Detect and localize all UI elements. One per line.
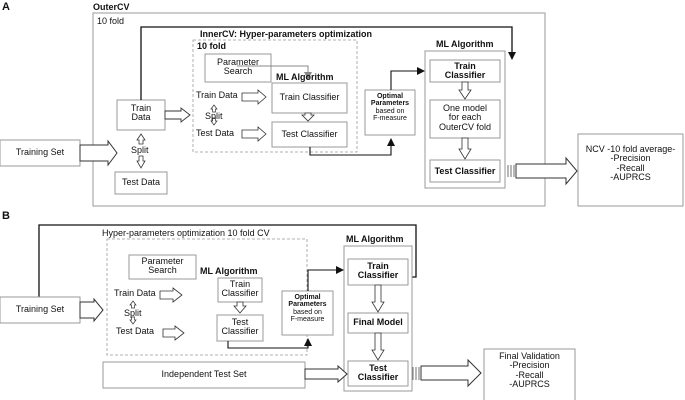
optimal-to-ml-arrow-b	[307, 266, 344, 291]
test-classifier-a: Test Classifier	[281, 129, 338, 139]
training-set-arrow-b	[79, 297, 104, 323]
parameter-search-box-a	[204, 53, 272, 83]
inner-train-classifier-box-b	[217, 277, 263, 303]
inner-test-classifier-box-b	[216, 314, 264, 342]
inner-test-data-a: Test Data	[196, 128, 235, 138]
inner-split-down-a	[210, 117, 218, 126]
split-down-arrow-a	[136, 155, 146, 169]
right-ml-title-a: ML Algorithm	[436, 39, 494, 49]
ml-down-arrow-2-a	[458, 137, 472, 160]
optimal-box-a	[364, 89, 416, 136]
training-set-box-b	[0, 296, 81, 324]
final-validation-results: Final Validation -Precision -Recall -AUP…	[499, 351, 560, 390]
training-set-b: Training Set	[15, 304, 65, 314]
train-to-test-arrow-a	[301, 112, 315, 122]
final-model-b: Final Model	[353, 317, 403, 327]
inner-train-data-a: Train Data	[196, 90, 238, 100]
independent-test-set: Independent Test Set	[161, 369, 247, 379]
ml-down-arrow-2-b	[371, 332, 385, 361]
optimal-params-b: Optimal Parameters based on F-measure	[288, 294, 327, 324]
outercv-title: OuterCV	[93, 2, 130, 12]
test-data-arrow-b	[162, 325, 185, 341]
split-label-a: Split	[131, 145, 149, 155]
test-data-a: Test Data	[121, 177, 161, 187]
train-data-b: Train Data	[114, 288, 156, 298]
right-test-classifier-a: Test Classifier	[434, 166, 496, 176]
training-set-arrow-a	[79, 139, 118, 167]
inner-ml-title-b: ML Algorithm	[200, 266, 258, 276]
innercv-box	[192, 39, 358, 153]
inner-split-up-a	[210, 104, 218, 113]
right-test-classifier-box-a	[429, 159, 501, 183]
right-train-classifier-box-b	[347, 258, 409, 286]
train-classifier-a: Train Classifier	[279, 92, 340, 102]
independent-test-set-box-b	[102, 361, 306, 389]
test-data-box-a	[114, 171, 168, 195]
inner-train-data-arrow-a	[241, 89, 267, 105]
panel-b-label: B	[2, 210, 10, 222]
optimal-box-b	[281, 290, 334, 336]
test-to-optimal-arrow-b	[227, 338, 312, 349]
test-to-optimal-arrow-a	[309, 138, 395, 156]
output-arrow-a	[515, 156, 578, 186]
ncv-results: NCV -10 fold average- -Precision -Recall…	[585, 144, 676, 183]
inner-test-data-arrow-a	[241, 126, 267, 142]
ncv-box	[577, 133, 684, 207]
ml-down-arrow-1-b	[371, 284, 385, 313]
optimal-to-ml-arrow-a	[390, 67, 425, 90]
optimal-params-a: Optimal Parameters based on F-measure	[370, 93, 410, 123]
hyper-param-title-b: Hyper-parameters optimization 10 fold CV	[102, 228, 270, 238]
right-ml-title-b: ML Algorithm	[346, 234, 404, 244]
training-set-a: Training Set	[15, 147, 65, 157]
inner-fold-label: 10 fold	[197, 41, 227, 51]
train-to-inner-arrow-a	[164, 107, 191, 123]
split-label-b: Split	[124, 308, 142, 318]
split-up-arrow-a	[136, 133, 146, 145]
ml-down-arrow-1-a	[458, 81, 472, 100]
top-loop-arrow-a	[140, 26, 516, 100]
final-validation-box	[483, 348, 576, 400]
split-down-arrow-b	[129, 316, 137, 325]
parameter-search-box-b	[128, 254, 197, 280]
inner-ml-title-a: ML Algorithm	[276, 72, 334, 82]
output-arrow-b	[420, 358, 482, 388]
split-up-arrow-b	[129, 300, 137, 309]
outer-fold-label: 10 fold	[97, 16, 125, 26]
inner-split-a: Split	[205, 111, 223, 121]
right-test-classifier-box-b	[347, 360, 409, 387]
panel-a-label: A	[2, 1, 10, 13]
param-to-train-arrow-a	[237, 65, 312, 80]
train-data-box-a	[116, 99, 166, 131]
independent-arrow-b	[304, 364, 348, 384]
inner-train-classifier-box-a	[271, 82, 348, 114]
train-data-arrow-b	[159, 287, 183, 303]
innercv-title: InnerCV: Hyper-parameters optimization	[200, 29, 373, 39]
train-to-test-arrow-b	[233, 301, 247, 314]
outercv-box	[92, 12, 546, 207]
test-data-b: Test Data	[116, 326, 155, 336]
